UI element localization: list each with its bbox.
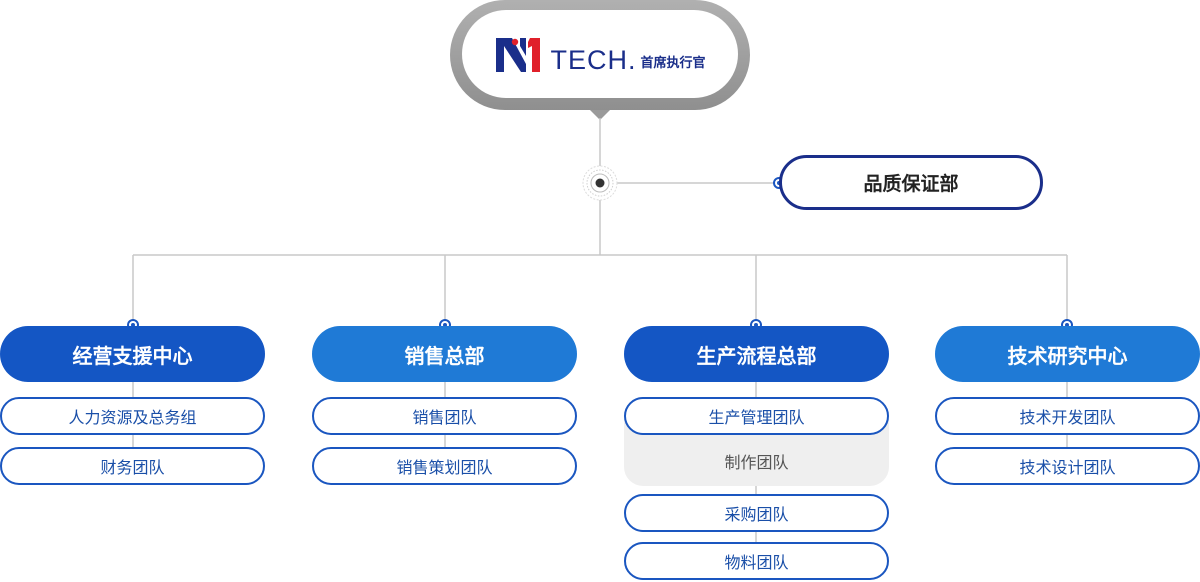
team-label: 物料团队 (724, 553, 789, 572)
team-node: 销售策划团队 (312, 447, 577, 485)
team-label: 财务团队 (100, 458, 165, 477)
hub-node-icon (582, 165, 618, 201)
team-label: 销售策划团队 (396, 458, 493, 477)
team-node: 生产管理团队 (624, 397, 889, 435)
team-label: 销售团队 (412, 408, 477, 427)
team-node: 物料团队 (624, 542, 889, 580)
team-label: 人力资源及总务组 (68, 408, 197, 427)
team-node: 财务团队 (0, 447, 265, 485)
dept-production-process-hq: 生产流程总部 (624, 326, 889, 382)
team-label: 制作团队 (724, 453, 789, 472)
team-label: 生产管理团队 (708, 408, 805, 427)
team-node: 人力资源及总务组 (0, 397, 265, 435)
team-node: 技术设计团队 (935, 447, 1200, 485)
company-logo: TECH. 首席执行官 (494, 34, 706, 75)
dept-sales-hq: 销售总部 (312, 326, 577, 382)
ceo-pointer (588, 108, 612, 120)
ceo-node: TECH. 首席执行官 (462, 10, 738, 98)
ceo-title: 首席执行官 (640, 56, 706, 71)
team-label: 技术设计团队 (1019, 458, 1116, 477)
team-node: 技术开发团队 (935, 397, 1200, 435)
dept-label: 经营支援中心 (72, 343, 193, 368)
qa-label: 品质保证部 (863, 173, 959, 195)
dept-label: 销售总部 (404, 343, 485, 368)
team-node: 采购团队 (624, 494, 889, 532)
n1-logo-icon (496, 38, 541, 72)
team-label: 采购团队 (724, 505, 789, 524)
dept-label: 生产流程总部 (696, 343, 817, 368)
quality-assurance-node: 品质保证部 (779, 155, 1043, 210)
dept-tech-research-center: 技术研究中心 (935, 326, 1200, 382)
team-node: 销售团队 (312, 397, 577, 435)
logo-wordmark: TECH. (550, 45, 637, 75)
team-label: 技术开发团队 (1019, 408, 1116, 427)
dept-management-support: 经营支援中心 (0, 326, 265, 382)
dept-label: 技术研究中心 (1007, 343, 1128, 368)
